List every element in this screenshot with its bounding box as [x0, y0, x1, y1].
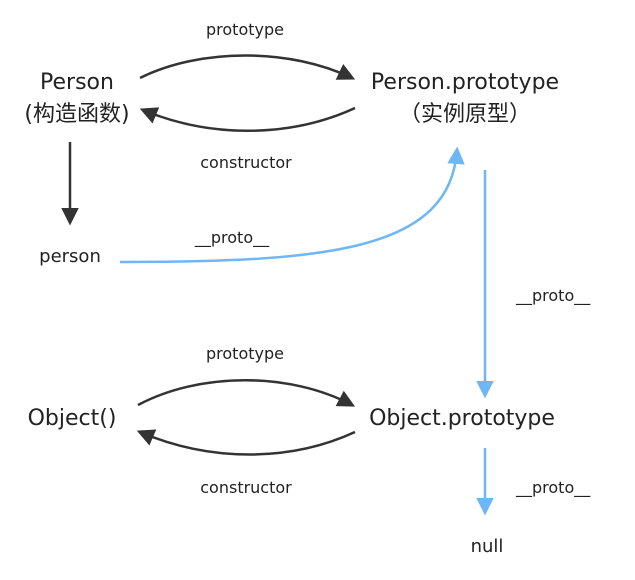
- node-person-prototype-subtitle: （实例原型）: [398, 102, 532, 127]
- edge-label-constructor-top: constructor: [200, 153, 292, 172]
- edge-constructor-bottom: [136, 429, 356, 456]
- edge-prototype-bottom: [137, 379, 356, 407]
- node-person-instance: person: [39, 246, 101, 267]
- edge-proto-person: [119, 146, 465, 264]
- edge-label-proto-person-prototype: __proto__: [516, 286, 591, 305]
- node-null: null: [470, 536, 504, 557]
- node-object-constructor: Object(): [27, 406, 117, 431]
- node-person-constructor-subtitle: (构造函数): [24, 102, 130, 127]
- node-person-prototype: Person.prototype: [370, 70, 560, 95]
- edge-label-prototype-top: prototype: [206, 20, 284, 39]
- edge-label-constructor-bottom: constructor: [200, 478, 292, 497]
- edge-label-proto-object-prototype: __proto__: [516, 478, 591, 497]
- node-object-prototype: Object.prototype: [369, 406, 555, 431]
- edge-prototype-top: [139, 54, 356, 80]
- edge-label-prototype-bottom: prototype: [206, 344, 284, 363]
- node-person-name: Person: [40, 70, 114, 95]
- node-person-constructor: Person: [40, 72, 114, 94]
- edge-constructor-top: [139, 106, 356, 132]
- edge-label-proto-person: __proto__: [194, 228, 270, 247]
